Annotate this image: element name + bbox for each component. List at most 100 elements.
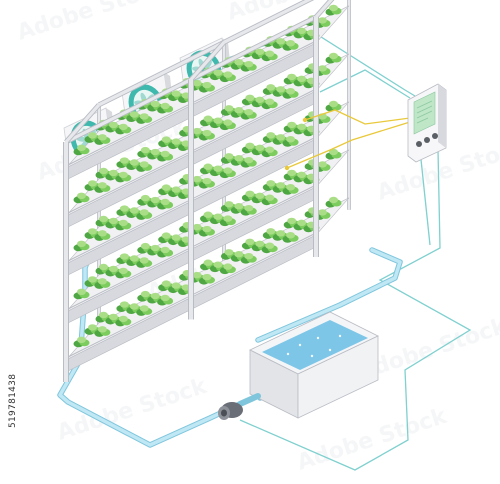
- plant-icon: [325, 4, 342, 16]
- plant-icon: [272, 86, 289, 97]
- plant-icon: [219, 263, 236, 275]
- plant-icon: [282, 184, 299, 195]
- plant-icon: [240, 108, 257, 120]
- plant-icon: [261, 146, 278, 158]
- plant-icon: [136, 305, 153, 316]
- plant-icon: [73, 288, 90, 300]
- hydroponic-rack: [63, 0, 351, 382]
- plant-icon: [168, 90, 185, 102]
- stock-id-label: 519781438: [8, 373, 18, 428]
- plant-icon: [95, 167, 112, 179]
- plant-icon: [261, 50, 278, 62]
- plant-icon: [230, 251, 247, 262]
- control-screen: [413, 91, 436, 135]
- plant-icon: [219, 167, 236, 179]
- tank-water: [262, 320, 368, 370]
- plant-icon: [136, 161, 153, 172]
- plant-icon: [219, 215, 236, 227]
- plant-icon: [230, 59, 247, 70]
- plant-icon: [157, 198, 174, 210]
- rack-top-frame: [64, 0, 335, 145]
- plant-icon: [240, 204, 257, 216]
- control-knob-2: [424, 137, 430, 143]
- plant-icon: [220, 153, 237, 164]
- plant-icon: [240, 156, 257, 168]
- plant-icon: [84, 276, 101, 287]
- rack-shelf-2: [65, 148, 350, 325]
- plant-icon: [94, 326, 111, 337]
- yellow-wiring: [284, 109, 411, 171]
- plant-icon: [293, 27, 310, 39]
- water-tank: [249, 311, 379, 419]
- plant-icon: [282, 40, 299, 51]
- plant-icon: [115, 315, 132, 327]
- plant-icon: [251, 240, 268, 252]
- plant-icon: [262, 180, 279, 191]
- plant-icon: [293, 75, 310, 87]
- plant-icon: [115, 219, 132, 231]
- plant-icon: [325, 148, 342, 160]
- plant-icon: [105, 313, 122, 325]
- plant-icon: [325, 196, 342, 208]
- water-pump: [218, 393, 261, 420]
- plant-icon: [115, 267, 132, 279]
- plant-icon: [158, 280, 175, 292]
- control-knob-1: [416, 141, 422, 147]
- plant-icon: [105, 121, 122, 133]
- plant-icon: [137, 242, 154, 254]
- plant-icon: [157, 150, 174, 162]
- plant-icon: [198, 129, 215, 141]
- plant-icon: [94, 182, 111, 193]
- plant-icon: [157, 102, 174, 114]
- plant-icon: [94, 134, 111, 145]
- plant-icon: [272, 38, 289, 49]
- plant-icon: [115, 123, 132, 135]
- plant-icon: [136, 113, 153, 124]
- plant-icon: [198, 177, 215, 189]
- plant-icon: [158, 136, 175, 148]
- plant-icon: [84, 228, 101, 239]
- plant-icon: [73, 336, 90, 348]
- plant-icon: [73, 240, 90, 252]
- control-panel: [407, 83, 447, 163]
- plant-icon: [325, 52, 342, 64]
- plant-icon: [105, 265, 122, 277]
- plant-icon: [240, 252, 257, 264]
- plant-icon: [293, 219, 310, 231]
- plant-icon: [136, 257, 153, 268]
- plant-icon: [198, 273, 215, 285]
- plant-icon: [157, 246, 174, 258]
- plant-icon: [241, 190, 258, 202]
- plant-icon: [94, 278, 111, 289]
- watermark-text: Adobe Stock: [294, 403, 451, 475]
- plant-icon: [157, 294, 174, 306]
- plant-icon: [314, 17, 331, 28]
- plant-icon: [198, 225, 215, 237]
- plant-icon: [94, 230, 111, 241]
- plant-icon: [261, 98, 278, 110]
- plant-icon: [314, 113, 331, 124]
- plant-icon: [282, 232, 299, 243]
- watermark-text: Adobe Stock: [14, 0, 171, 46]
- plant-icon: [95, 311, 112, 323]
- plant-icon: [282, 136, 299, 147]
- water-pipes: [57, 245, 403, 448]
- plant-icon: [325, 100, 342, 112]
- plant-icon: [251, 144, 268, 156]
- plant-icon: [261, 242, 278, 254]
- plant-icon: [115, 171, 132, 183]
- plant-icon: [261, 194, 278, 206]
- plant-icon: [230, 203, 247, 214]
- plant-icon: [198, 81, 215, 93]
- control-knob-3: [432, 133, 438, 139]
- plant-icon: [158, 232, 175, 244]
- plant-icon: [219, 119, 236, 131]
- plant-icon: [240, 60, 257, 72]
- plant-icon: [116, 157, 133, 169]
- plant-icon: [126, 303, 143, 314]
- plant-icon: [73, 144, 90, 156]
- plant-icon: [137, 146, 154, 158]
- plant-icon: [219, 71, 236, 83]
- plant-icon: [136, 209, 153, 220]
